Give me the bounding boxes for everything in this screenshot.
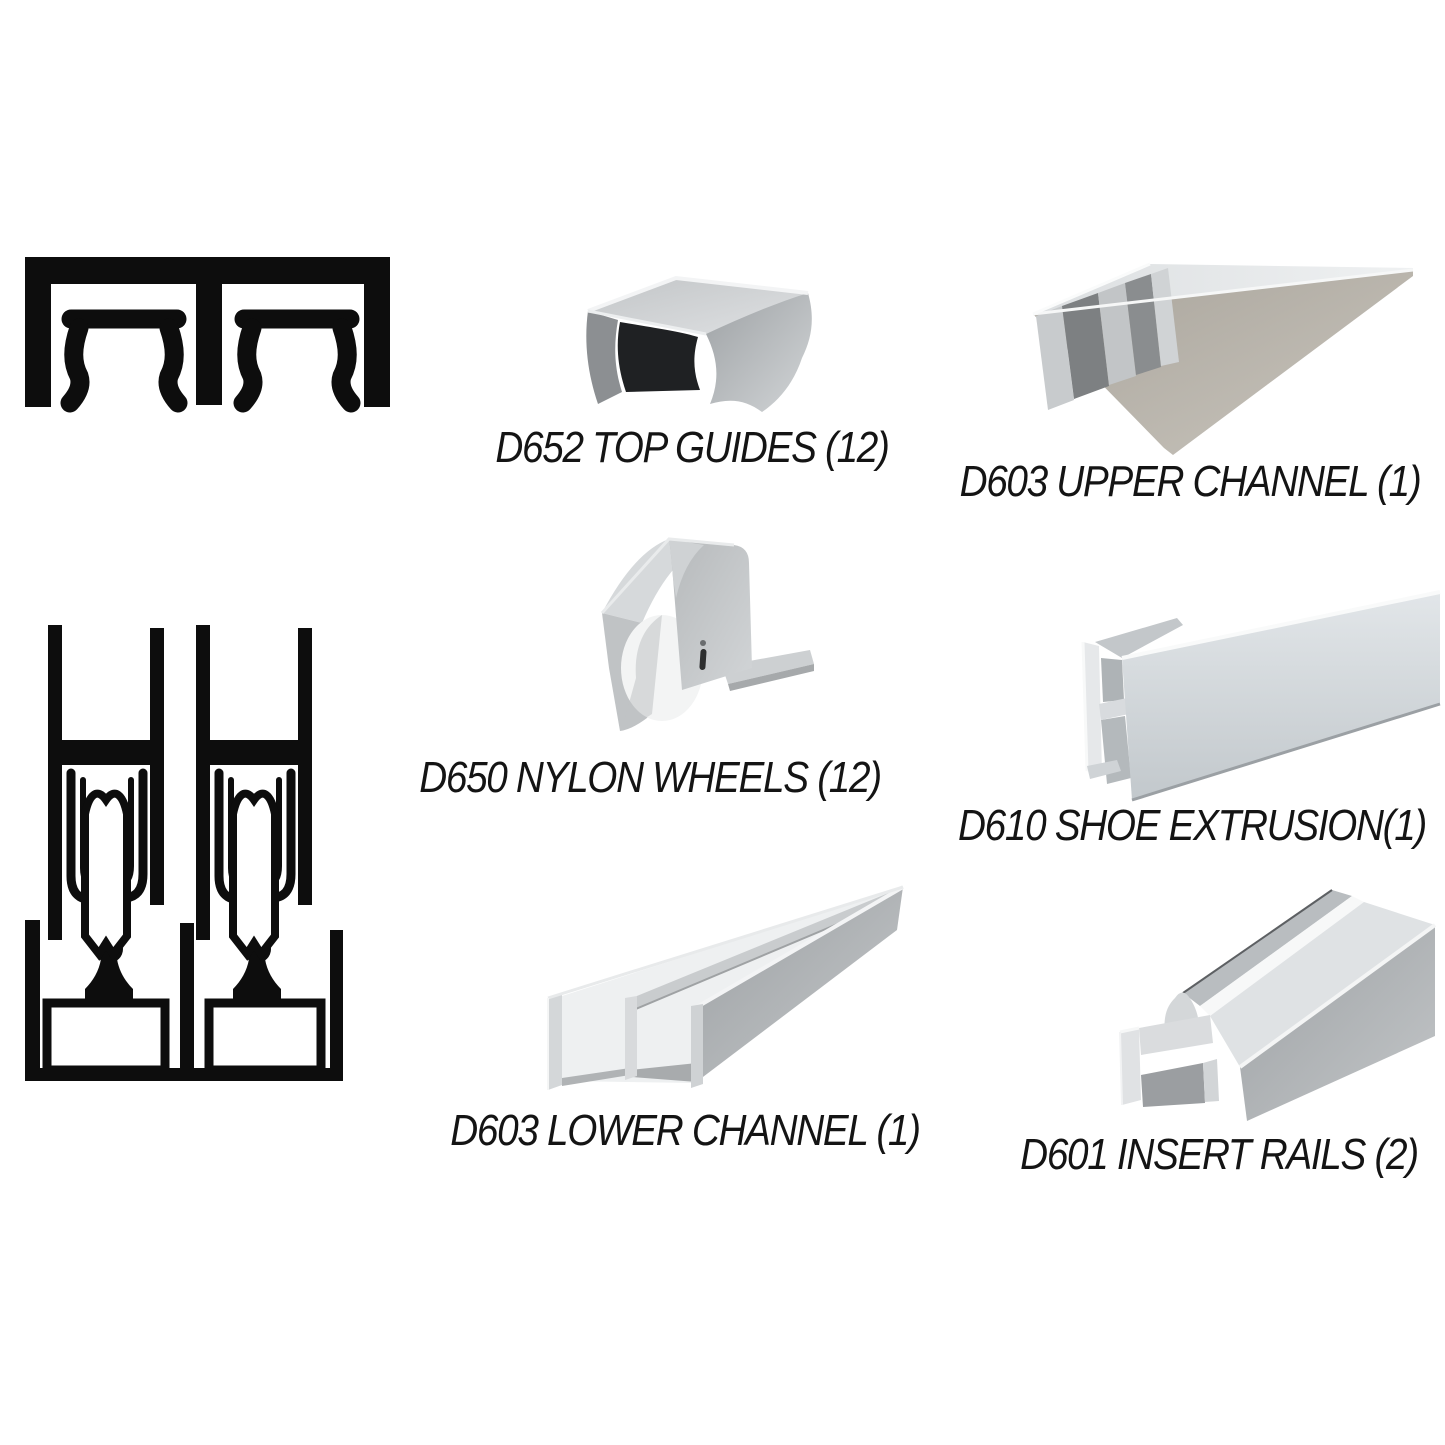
label-insert-rails: D601 INSERT RAILS (2) <box>1020 1130 1419 1179</box>
photo-upper-channel <box>1032 262 1414 455</box>
label-upper-channel: D603 UPPER CHANNEL (1) <box>959 457 1422 506</box>
photo-lower-channel <box>547 885 905 1090</box>
photo-top-guide <box>586 275 812 412</box>
diagram-upper-channel-cross-section <box>25 257 390 413</box>
label-top-guides: D652 TOP GUIDES (12) <box>495 423 890 472</box>
label-nylon-wheels: D650 NYLON WHEELS (12) <box>419 753 882 802</box>
diagram-roller-assembly-cross-section <box>25 625 343 1081</box>
photo-insert-rail <box>1119 889 1437 1121</box>
label-shoe-extrusion: D610 SHOE EXTRUSION(1) <box>958 801 1427 850</box>
photo-nylon-wheel <box>600 537 814 731</box>
label-lower-channel: D603 LOWER CHANNEL (1) <box>450 1106 921 1155</box>
photo-shoe-extrusion <box>1081 590 1441 802</box>
